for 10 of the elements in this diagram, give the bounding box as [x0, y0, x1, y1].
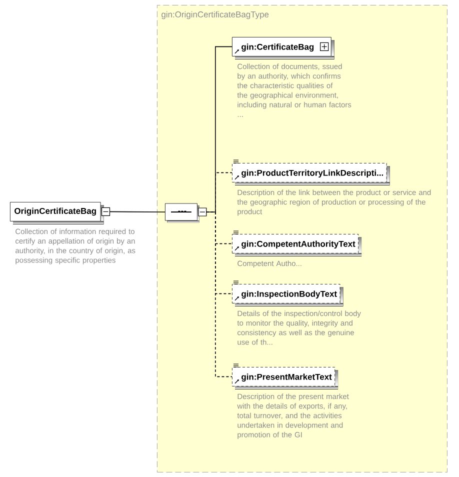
connector-line	[206, 46, 232, 212]
element-box: gin:CompetentAuthorityText	[232, 234, 362, 256]
element-box: gin:ProductTerritoryLinkDescripti...	[232, 163, 390, 186]
connector-line	[206, 212, 232, 378]
sequence-symbol	[165, 203, 207, 223]
connector-line	[109, 211, 166, 212]
element-box: gin:InspectionBodyText	[232, 284, 344, 306]
element-box: gin:PresentMarketText	[232, 367, 338, 390]
element-box: OriginCertificateBag	[10, 202, 110, 224]
element-box: gin:CertificateBag	[232, 37, 334, 60]
